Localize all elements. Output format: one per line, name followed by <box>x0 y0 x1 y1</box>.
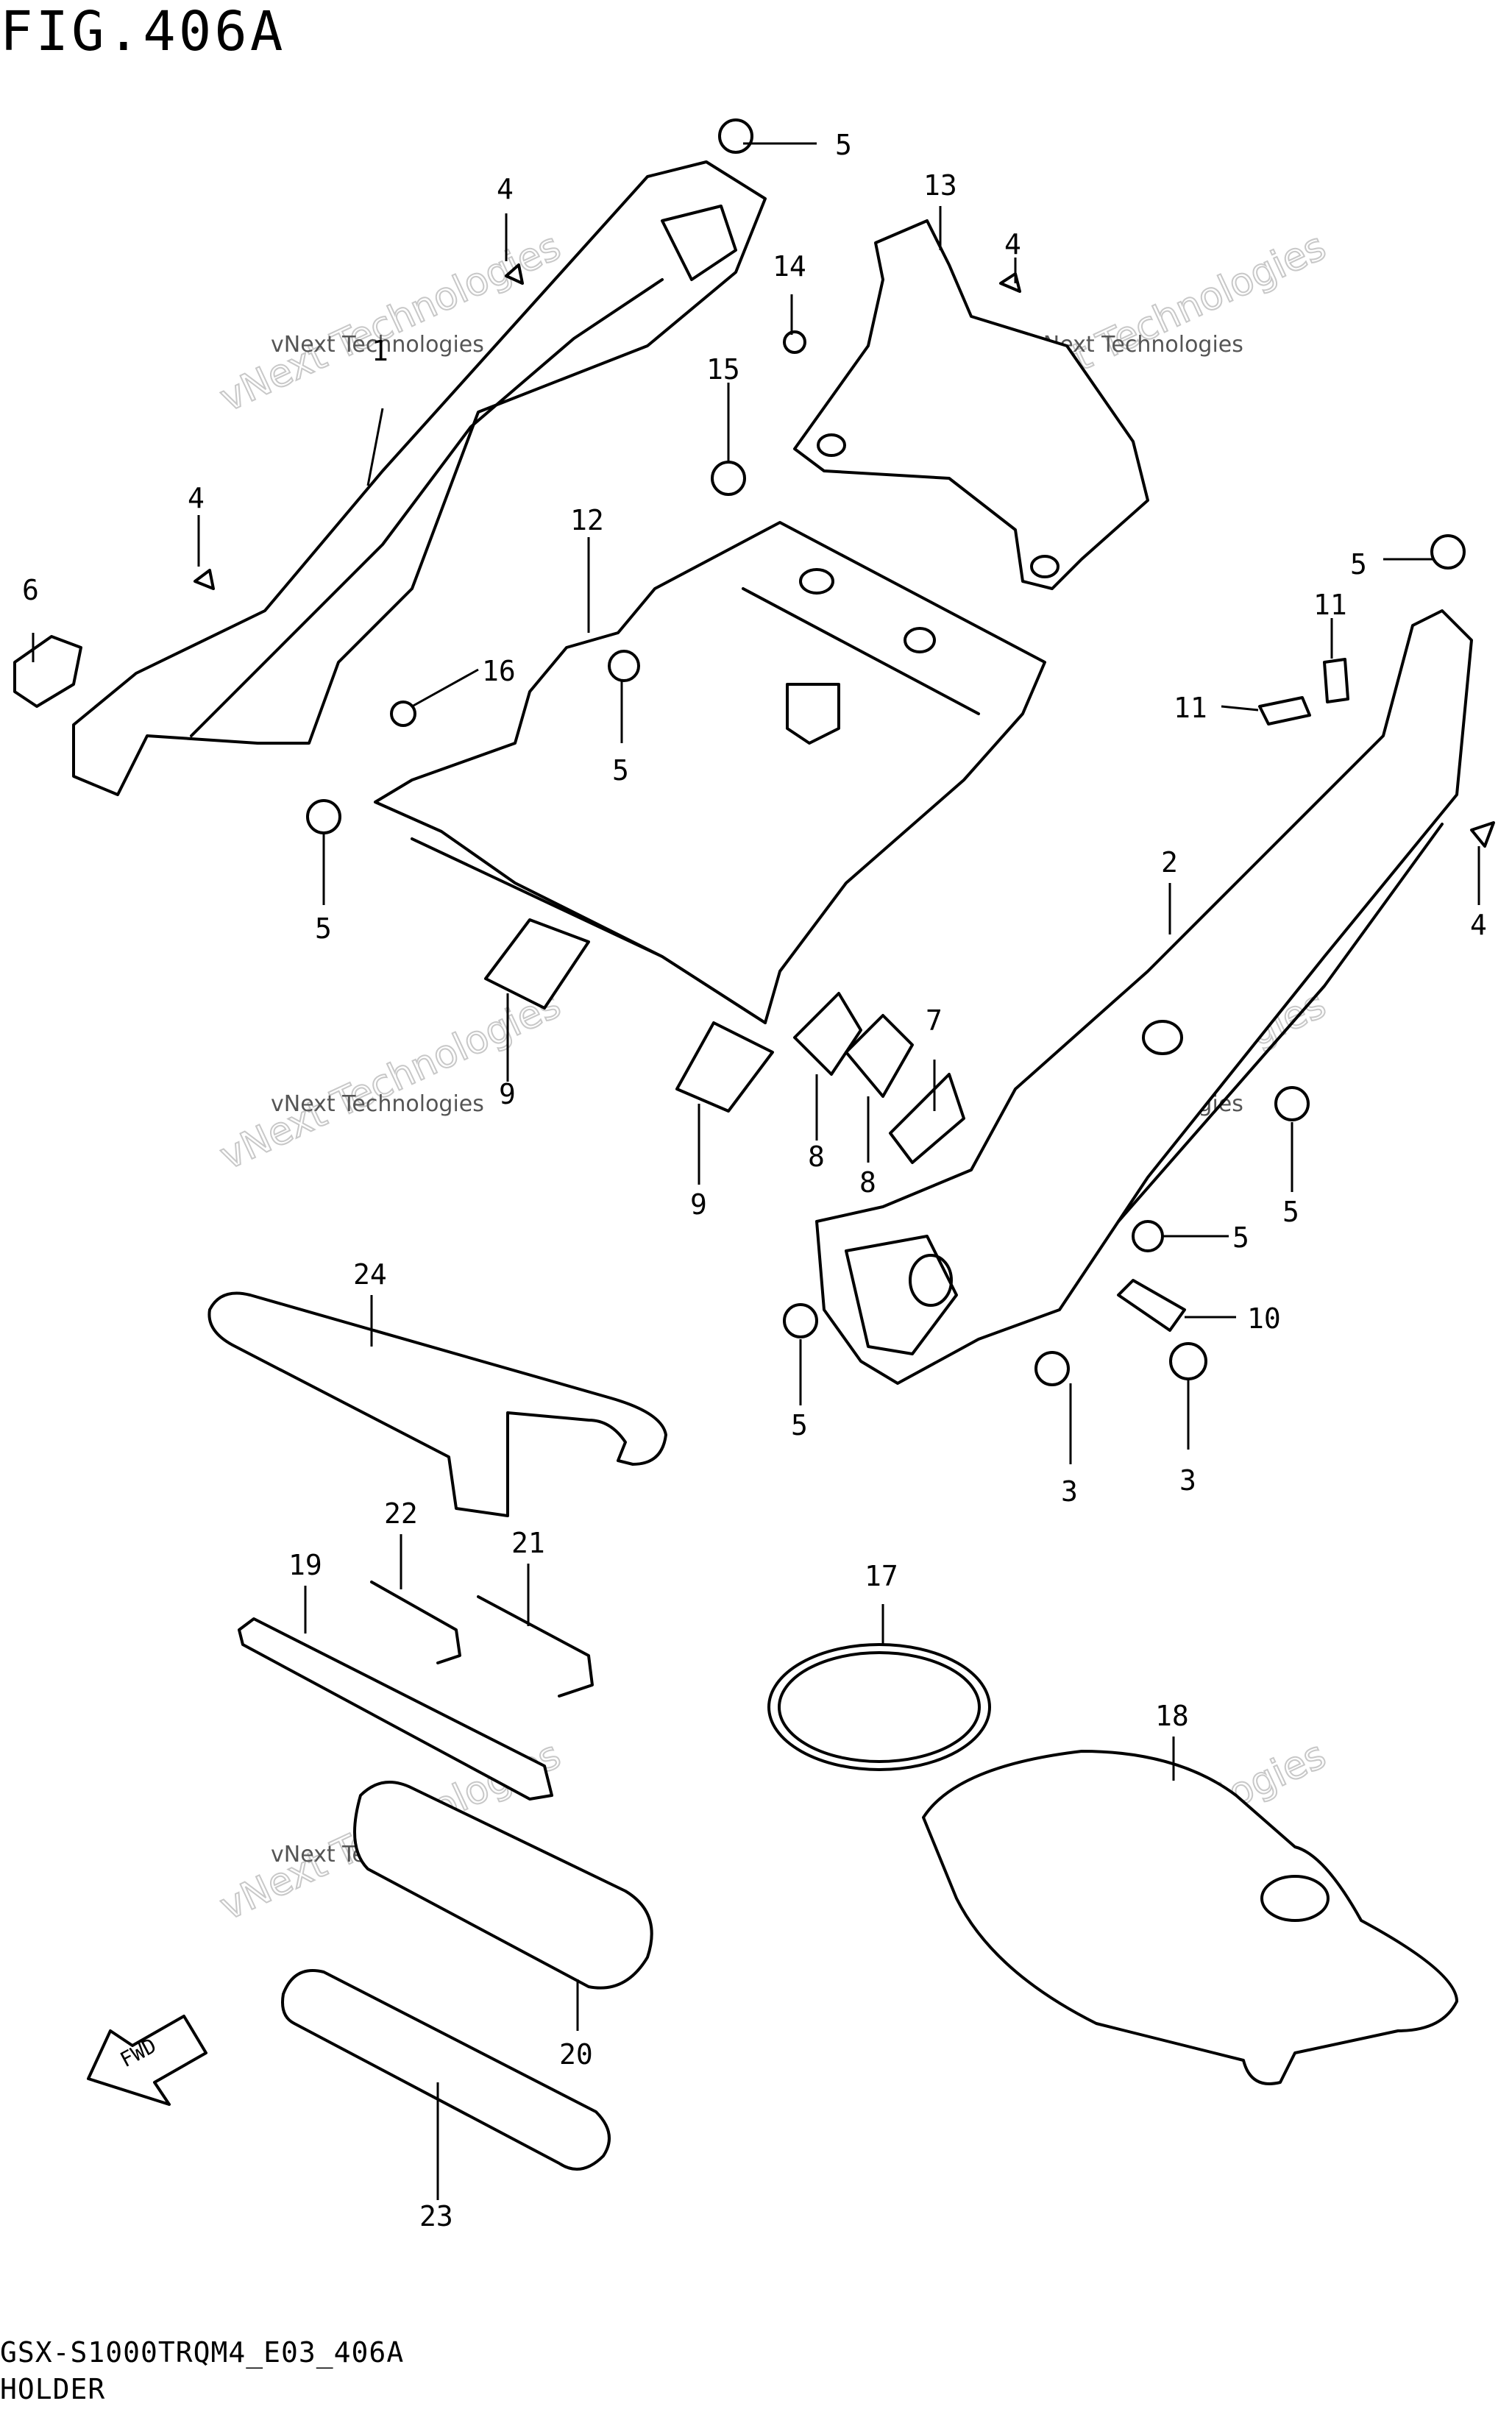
callout-5: 5 <box>1282 1196 1299 1228</box>
fasteners <box>194 118 1495 1386</box>
part-22-hex-key <box>370 1581 461 1664</box>
part-4-nut <box>194 569 215 590</box>
callout-4: 4 <box>188 482 205 514</box>
callout-5: 5 <box>612 754 629 787</box>
callout-5: 5 <box>835 129 852 161</box>
part-3-bolt <box>1169 1342 1207 1380</box>
callout-7: 7 <box>926 1004 943 1037</box>
part-4-nut <box>999 272 1021 293</box>
watermark-text: vNext Technologies <box>271 332 484 358</box>
part-11-b <box>1258 696 1311 726</box>
callout-4: 4 <box>1004 228 1021 260</box>
callout-3: 3 <box>1179 1464 1196 1497</box>
figure-name: HOLDER <box>0 2373 106 2405</box>
part-5-clip <box>608 650 640 682</box>
callout-15: 15 <box>706 353 740 386</box>
part-14-screw <box>783 330 806 354</box>
callout-22: 22 <box>384 1497 418 1530</box>
figure-title: FIG.406A <box>0 0 286 63</box>
callout-20: 20 <box>559 2038 593 2071</box>
part-5-clip <box>1132 1220 1164 1252</box>
callout-5: 5 <box>791 1409 808 1441</box>
fwd-arrow-icon: FWD <box>87 2015 207 2106</box>
part-9-pad-a <box>484 918 590 1010</box>
callout-4: 4 <box>1470 909 1487 941</box>
part-9-pad-b <box>675 1021 774 1113</box>
callout-8: 8 <box>859 1166 876 1199</box>
callout-13: 13 <box>923 169 957 202</box>
callout-14: 14 <box>773 250 806 283</box>
part-15-bolt <box>711 461 746 496</box>
callout-24: 24 <box>353 1258 387 1291</box>
part-8-pad-b <box>845 1014 914 1098</box>
part-3-bolt <box>1034 1351 1070 1386</box>
callout-12: 12 <box>570 504 604 536</box>
part-5-clip <box>718 118 753 154</box>
callout-23: 23 <box>419 2200 453 2232</box>
callout-18: 18 <box>1155 1700 1189 1732</box>
callout-3: 3 <box>1061 1475 1078 1508</box>
part-5-clip <box>1430 534 1466 570</box>
callout-5: 5 <box>1232 1221 1249 1254</box>
callout-11: 11 <box>1174 692 1207 724</box>
part-6 <box>13 635 82 708</box>
part-11-a <box>1323 658 1349 703</box>
part-20-socket <box>353 1781 653 1990</box>
part-7 <box>889 1073 965 1164</box>
part-10 <box>1117 1279 1186 1332</box>
part-4-nut <box>505 263 524 285</box>
figure-code: GSX-S1000TRQM4_E03_406A <box>0 2336 405 2369</box>
part-21-hex-key <box>477 1595 594 1698</box>
part-17-ring <box>767 1643 991 1771</box>
callout-9: 9 <box>690 1188 707 1221</box>
callout-5: 5 <box>315 912 332 945</box>
part-8-pad-a <box>793 992 862 1076</box>
part-12-tray <box>374 521 1046 1024</box>
callout-21: 21 <box>511 1527 545 1559</box>
part-4-nut <box>1470 821 1495 848</box>
leader-lines <box>32 142 1480 2200</box>
part-1-detail <box>190 278 664 737</box>
callout-6: 6 <box>22 574 39 606</box>
part-5-clip <box>783 1303 818 1338</box>
callout-17: 17 <box>865 1560 898 1592</box>
callout-19: 19 <box>288 1549 322 1581</box>
callout-1: 1 <box>372 335 388 367</box>
part-5-clip <box>306 799 341 834</box>
part-23-tube <box>281 1969 611 2171</box>
part-1-left-cover <box>72 160 767 796</box>
part-13-bracket <box>793 219 1149 590</box>
callout-8: 8 <box>808 1141 825 1173</box>
part-5-clip <box>1274 1086 1310 1121</box>
callout-5: 5 <box>1350 548 1367 581</box>
callout-2: 2 <box>1161 846 1178 879</box>
callout-11: 11 <box>1313 589 1347 621</box>
part-18-tool-bag <box>922 1750 1458 2085</box>
callout-labels: 5 4 1 4 6 13 14 4 15 12 16 5 5 5 11 11 4… <box>22 129 1487 2232</box>
callout-10: 10 <box>1247 1302 1281 1335</box>
callout-16: 16 <box>482 655 516 687</box>
watermark-text: vNext Technologies <box>271 1091 484 1117</box>
part-2-right-cover <box>815 609 1473 1385</box>
part-19-screwdriver <box>238 1617 553 1801</box>
callout-4: 4 <box>497 173 514 205</box>
callout-9: 9 <box>499 1078 516 1110</box>
part-16-screw <box>390 700 416 727</box>
part-24-wrench <box>207 1291 667 1517</box>
